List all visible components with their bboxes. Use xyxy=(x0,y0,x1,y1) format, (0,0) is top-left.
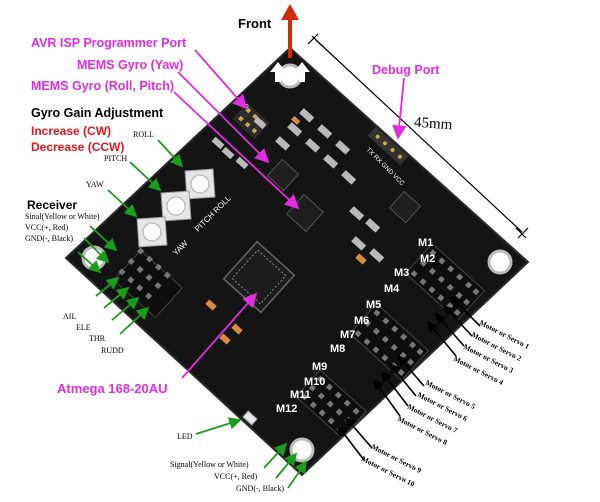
roll-label: ROLL xyxy=(133,130,154,139)
dimension-label: 45mm xyxy=(413,114,453,134)
silk-m9: M9 xyxy=(312,361,327,373)
silk-m6: M6 xyxy=(354,315,369,327)
silk-m8: M8 xyxy=(330,343,345,355)
bottom-signal-label: Signal(Yellow or White) xyxy=(170,460,249,469)
silk-m7: M7 xyxy=(340,329,355,341)
black-pointers xyxy=(337,296,481,461)
receiver-gnd-label: GND(-, Black) xyxy=(25,234,73,243)
gain-potentiometers xyxy=(136,168,216,248)
rudd-label: RUDD xyxy=(101,346,124,355)
bottom-vcc-label: VCC(+, Red) xyxy=(214,472,258,481)
silk-m12: M12 xyxy=(276,403,297,415)
receiver-signal-label: Sinal(Yellow or White) xyxy=(25,212,100,221)
mounting-hole-bottom xyxy=(289,437,315,463)
silk-m3: M3 xyxy=(394,267,409,279)
front-arrow-icon xyxy=(281,4,299,58)
increase-label: Increase (CW) xyxy=(31,124,112,138)
mounting-hole-right xyxy=(487,249,513,275)
silk-m11: M11 xyxy=(290,389,311,401)
debug-port-label: Debug Port xyxy=(372,63,440,77)
ele-label: ELE xyxy=(76,323,91,332)
silk-m5: M5 xyxy=(366,299,381,311)
ail-label: AIL xyxy=(63,312,77,321)
led-label: LED xyxy=(177,432,193,441)
pitch-label: PITCH xyxy=(104,154,128,163)
magenta-pointers xyxy=(173,49,407,379)
atmega-label: Atmega 168-20AU xyxy=(57,381,168,396)
capacitors xyxy=(205,115,367,345)
green-pointers xyxy=(77,139,308,489)
regulator-chip xyxy=(388,190,422,224)
silk-m2: M2 xyxy=(420,253,435,265)
yaw-label: YAW xyxy=(86,180,104,189)
dimension-line xyxy=(307,33,529,239)
direction-arrows-icon xyxy=(270,62,310,82)
mems-yaw-label: MEMS Gyro (Yaw) xyxy=(77,58,184,72)
receiver-label: Receiver xyxy=(27,198,78,212)
motor-headers-middle xyxy=(348,303,430,381)
thr-label: THR xyxy=(89,334,105,343)
decrease-label: Decrease (CCW) xyxy=(31,140,125,154)
bottom-gnd-label: GND(-, Black) xyxy=(236,484,284,493)
led-component xyxy=(242,410,258,426)
mems-roll-pitch-label: MEMS Gyro (Roll, Pitch) xyxy=(31,79,175,93)
smd-components xyxy=(211,108,385,263)
motor-headers-upper xyxy=(404,243,486,321)
isp-port-label: AVR ISP Programmer Port xyxy=(31,36,187,50)
gyro-yaw-chip xyxy=(266,158,300,192)
silk-m1: M1 xyxy=(418,237,433,249)
silk-m10: M10 xyxy=(304,376,325,388)
debug-header xyxy=(367,126,409,166)
receiver-header xyxy=(113,247,183,319)
front-label: Front xyxy=(238,16,272,31)
gyro-gain-label: Gyro Gain Adjustment xyxy=(31,106,164,120)
receiver-vcc-label: VCC(+, Red) xyxy=(25,223,69,232)
silk-m4: M4 xyxy=(384,283,400,295)
